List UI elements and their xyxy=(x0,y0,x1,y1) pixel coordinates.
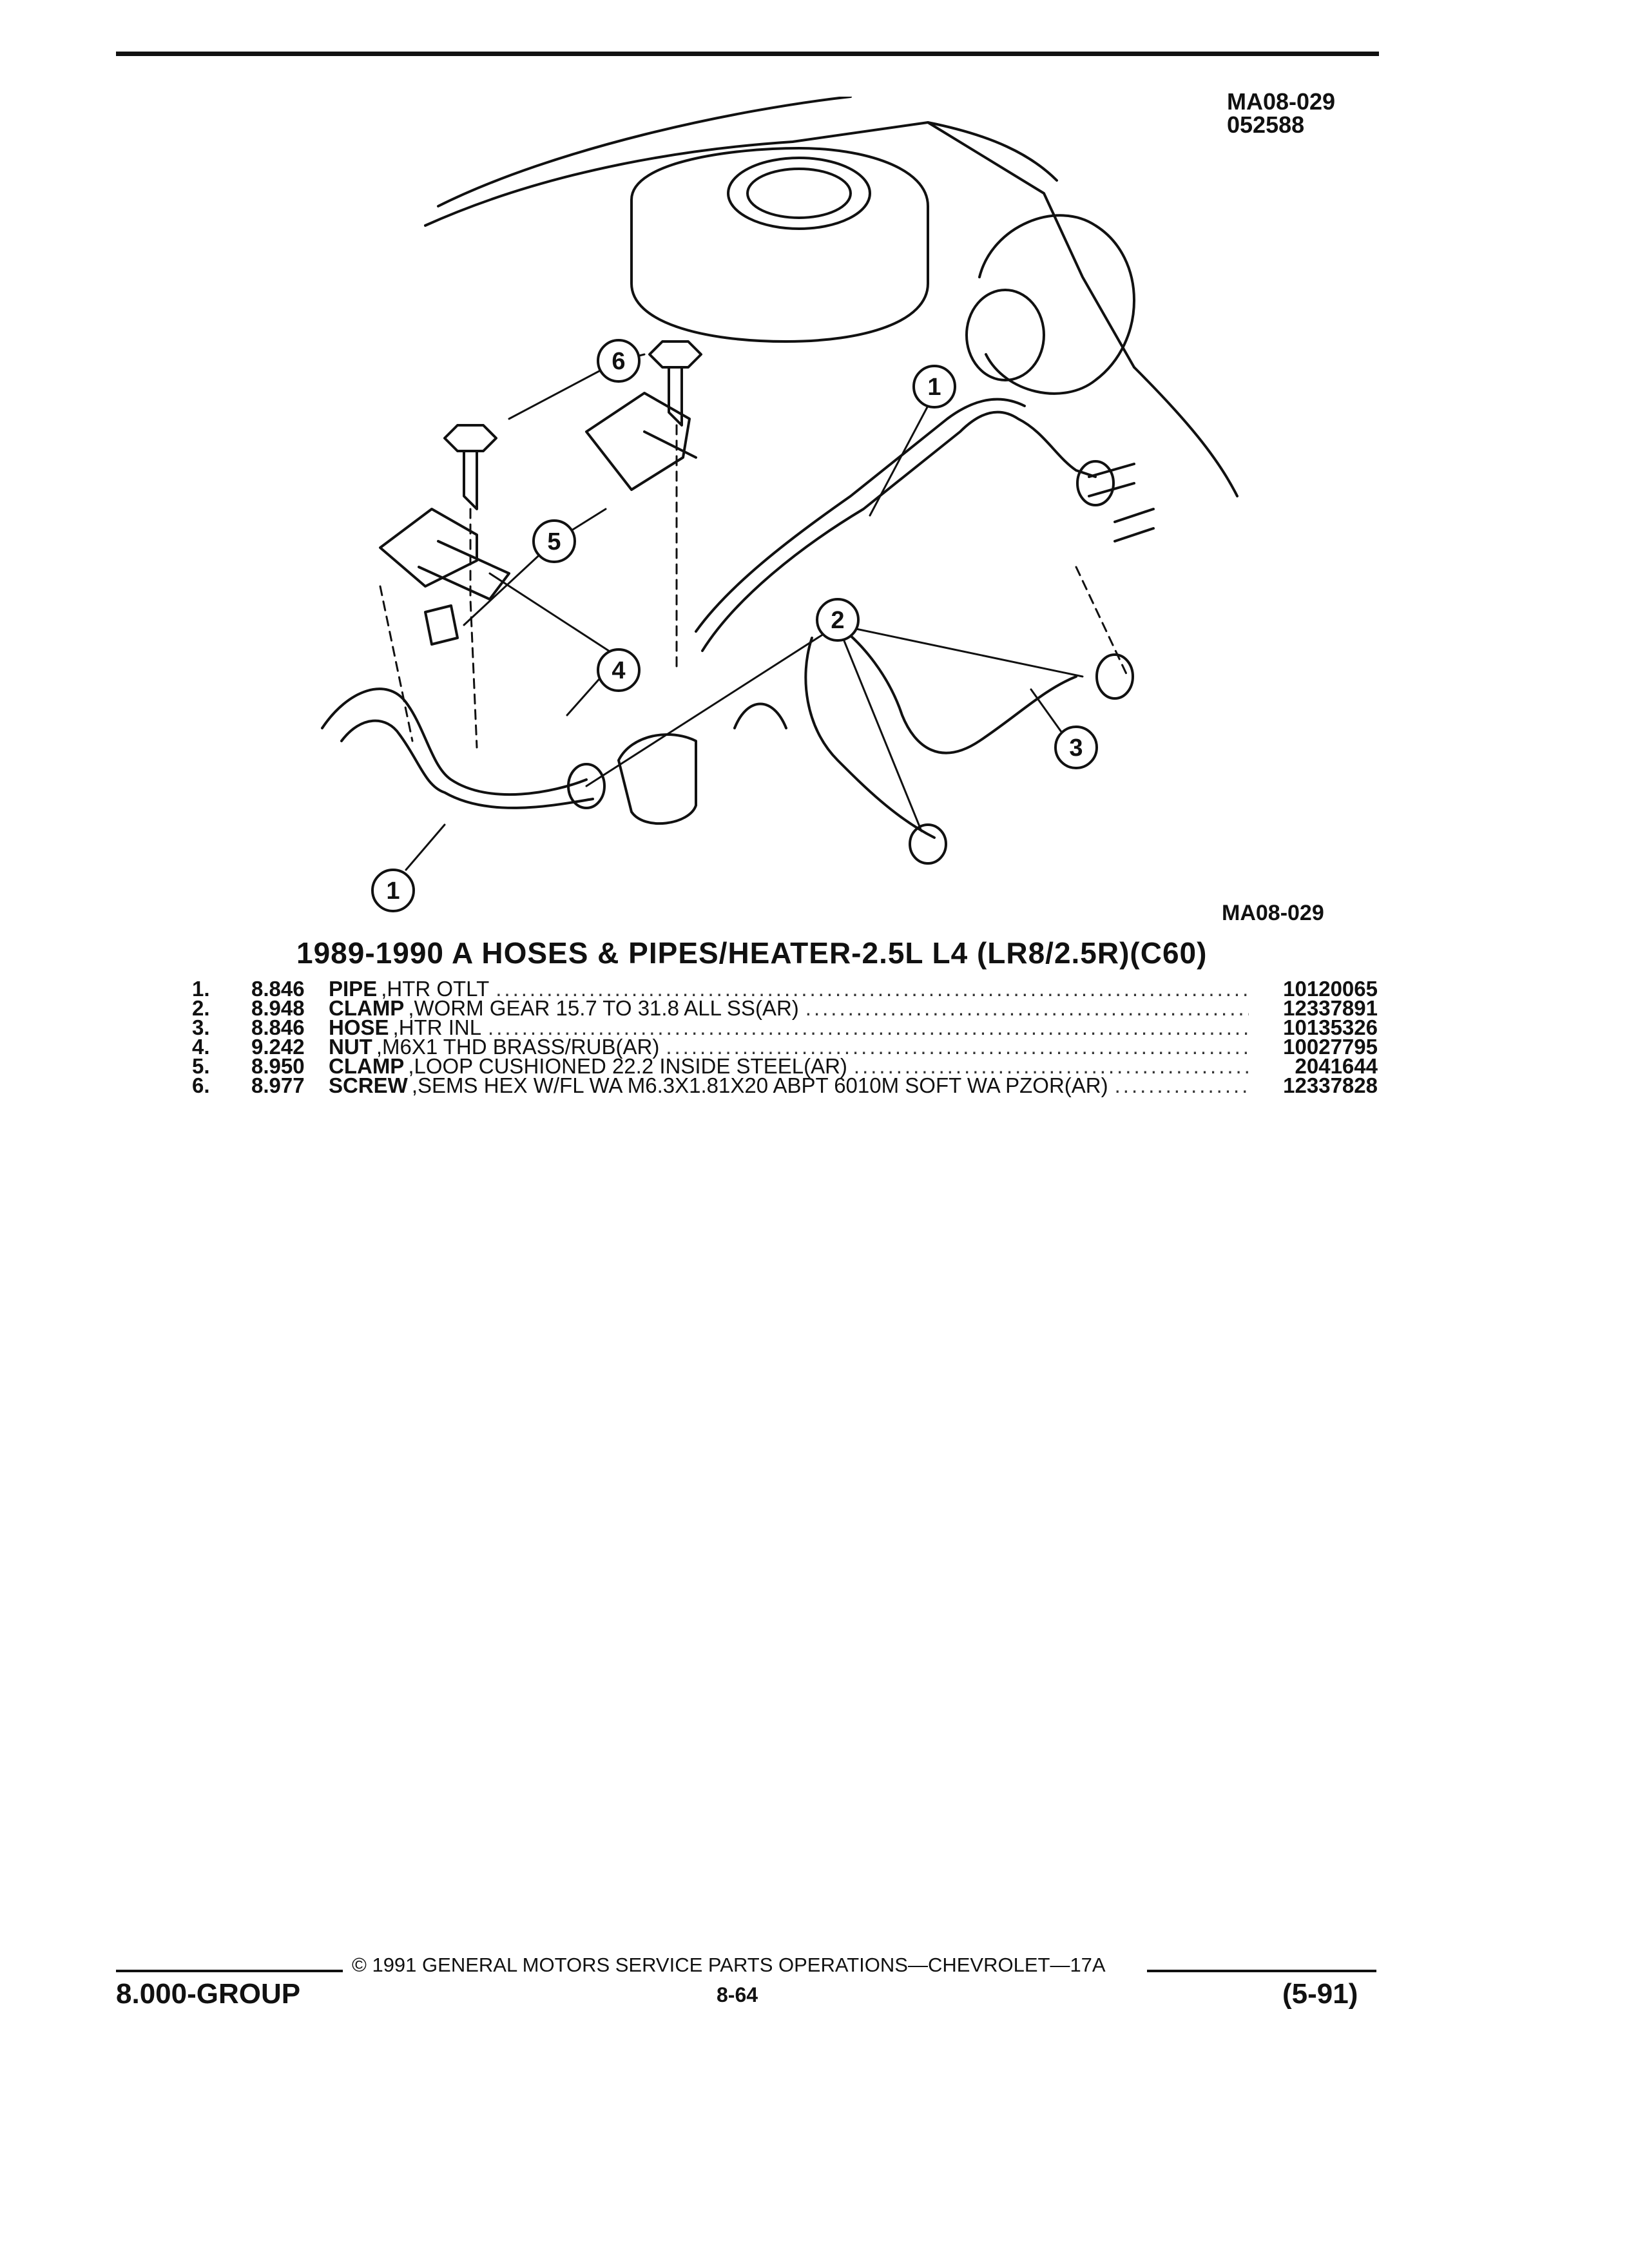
callout-leaders xyxy=(405,353,1084,871)
screw-left xyxy=(443,424,497,510)
nut xyxy=(424,604,459,646)
leader-dots xyxy=(805,999,1249,1018)
footer-copyright: © 1991 GENERAL MOTORS SERVICE PARTS OPER… xyxy=(352,1954,1106,1976)
illustration-code: MA08-029 xyxy=(1227,88,1336,115)
part-description: ,HTR OTLT xyxy=(381,977,490,1001)
footer-rule-right xyxy=(1147,1970,1376,1972)
footer-page-number: 8-64 xyxy=(717,1983,758,2006)
callout-1-lower xyxy=(371,869,415,912)
air-cleaner xyxy=(630,147,929,343)
heater-inlet-hose xyxy=(804,624,1077,839)
guide-lines xyxy=(379,424,1129,749)
callout-1-upper xyxy=(912,365,956,408)
footer-rule-left xyxy=(116,1970,343,1972)
group-number: 9.242 xyxy=(251,1035,305,1059)
callout-2-label: 2 xyxy=(831,607,844,634)
part-description: ,M6X1 THD BRASS/RUB(AR) xyxy=(376,1035,660,1059)
heater-outlet-pipe-lower xyxy=(321,687,588,796)
part-name: PIPE xyxy=(329,977,378,1001)
footer-group: 8.000-GROUP xyxy=(116,1978,301,2010)
worm-clamp-1 xyxy=(1076,460,1115,506)
water-outlet xyxy=(617,733,697,825)
engine-outline xyxy=(424,97,1135,369)
callout-4 xyxy=(597,648,641,692)
part-number: 10120065 xyxy=(1283,977,1378,1001)
parts-row: 2. 8.948 CLAMP ,WORM GEAR 15.7 TO 31.8 A… xyxy=(192,996,1378,1020)
group-number: 8.977 xyxy=(251,1073,305,1097)
top-rule xyxy=(116,52,1379,56)
group-number: 8.846 xyxy=(251,1015,305,1039)
illustration-code-block: MA08-029 052588 xyxy=(1227,90,1335,137)
callout-6 xyxy=(597,339,641,383)
worm-clamp-2 xyxy=(1095,653,1134,700)
figure-reference: MA08-029 xyxy=(1222,901,1324,925)
callout-3 xyxy=(1054,726,1098,769)
callout-4-label: 4 xyxy=(612,657,625,684)
parts-row: 6. 8.977 SCREW ,SEMS HEX W/FL WA M6.3X1.… xyxy=(192,1073,1378,1097)
parts-row: 3. 8.846 HOSE ,HTR INL 10135326 xyxy=(192,1015,1378,1039)
part-name: CLAMP xyxy=(329,1054,405,1078)
part-description: ,WORM GEAR 15.7 TO 31.8 ALL SS(AR) xyxy=(408,996,799,1020)
parts-row: 4. 9.242 NUT ,M6X1 THD BRASS/RUB(AR) 100… xyxy=(192,1035,1378,1059)
worm-clamp-4 xyxy=(909,823,947,865)
item-number: 6. xyxy=(192,1073,210,1097)
callout-3-label: 3 xyxy=(1069,735,1083,762)
part-number: 12337891 xyxy=(1283,996,1378,1020)
group-number: 8.950 xyxy=(251,1054,305,1078)
leader-dots xyxy=(1115,1076,1249,1095)
part-description: ,HTR INL xyxy=(392,1015,482,1039)
item-number: 4. xyxy=(192,1035,210,1059)
illustration-date-code: 052588 xyxy=(1227,111,1305,138)
parts-row: 1. 8.846 PIPE ,HTR OTLT 10120065 xyxy=(192,977,1378,1001)
part-name: HOSE xyxy=(329,1015,389,1039)
loop-clamp-right xyxy=(585,392,697,491)
callout-1-lower-label: 1 xyxy=(386,878,400,905)
section-title: 1989-1990 A HOSES & PIPES/HEATER-2.5L L4… xyxy=(296,936,1208,970)
callout-2 xyxy=(816,598,860,642)
heater-outlet-pipe-upper xyxy=(701,410,1097,652)
part-description: ,SEMS HEX W/FL WA M6.3X1.81X20 ABPT 6010… xyxy=(411,1073,1108,1097)
item-number: 5. xyxy=(192,1054,210,1078)
parts-list: 1. 8.846 PIPE ,HTR OTLT 10120065 2. 8.94… xyxy=(192,977,1378,1097)
part-number: 10027795 xyxy=(1283,1035,1378,1059)
air-cleaner-neck xyxy=(727,157,871,230)
footer-revision: (5-91) xyxy=(1282,1978,1358,2010)
strut-tower xyxy=(978,214,1135,395)
parts-row: 5. 8.950 CLAMP ,LOOP CUSHIONED 22.2 INSI… xyxy=(192,1054,1378,1078)
screw-right xyxy=(648,340,702,427)
part-name: CLAMP xyxy=(329,996,405,1020)
callout-5 xyxy=(532,519,576,563)
loop-clamp-left xyxy=(379,508,510,601)
callout-5-label: 5 xyxy=(547,528,561,555)
part-number: 10135326 xyxy=(1283,1015,1378,1039)
heater-core-fittings xyxy=(1088,463,1155,543)
part-description: ,LOOP CUSHIONED 22.2 INSIDE STEEL(AR) xyxy=(408,1054,847,1078)
group-number: 8.846 xyxy=(251,977,305,1001)
worm-clamp-3 xyxy=(567,763,606,809)
group-number: 8.948 xyxy=(251,996,305,1020)
callout-1-upper-label: 1 xyxy=(927,374,941,401)
fender-outline xyxy=(927,121,1239,497)
parts-exploded-diagram: 6 5 4 1 2 3 1 xyxy=(321,97,1239,912)
item-number: 2. xyxy=(192,996,210,1020)
callout-6-label: 6 xyxy=(612,348,625,375)
part-number: 12337828 xyxy=(1283,1073,1378,1097)
part-name: SCREW xyxy=(329,1073,408,1097)
item-number: 1. xyxy=(192,977,210,1001)
part-name: NUT xyxy=(329,1035,372,1059)
part-number: 2041644 xyxy=(1295,1054,1378,1078)
item-number: 3. xyxy=(192,1015,210,1039)
